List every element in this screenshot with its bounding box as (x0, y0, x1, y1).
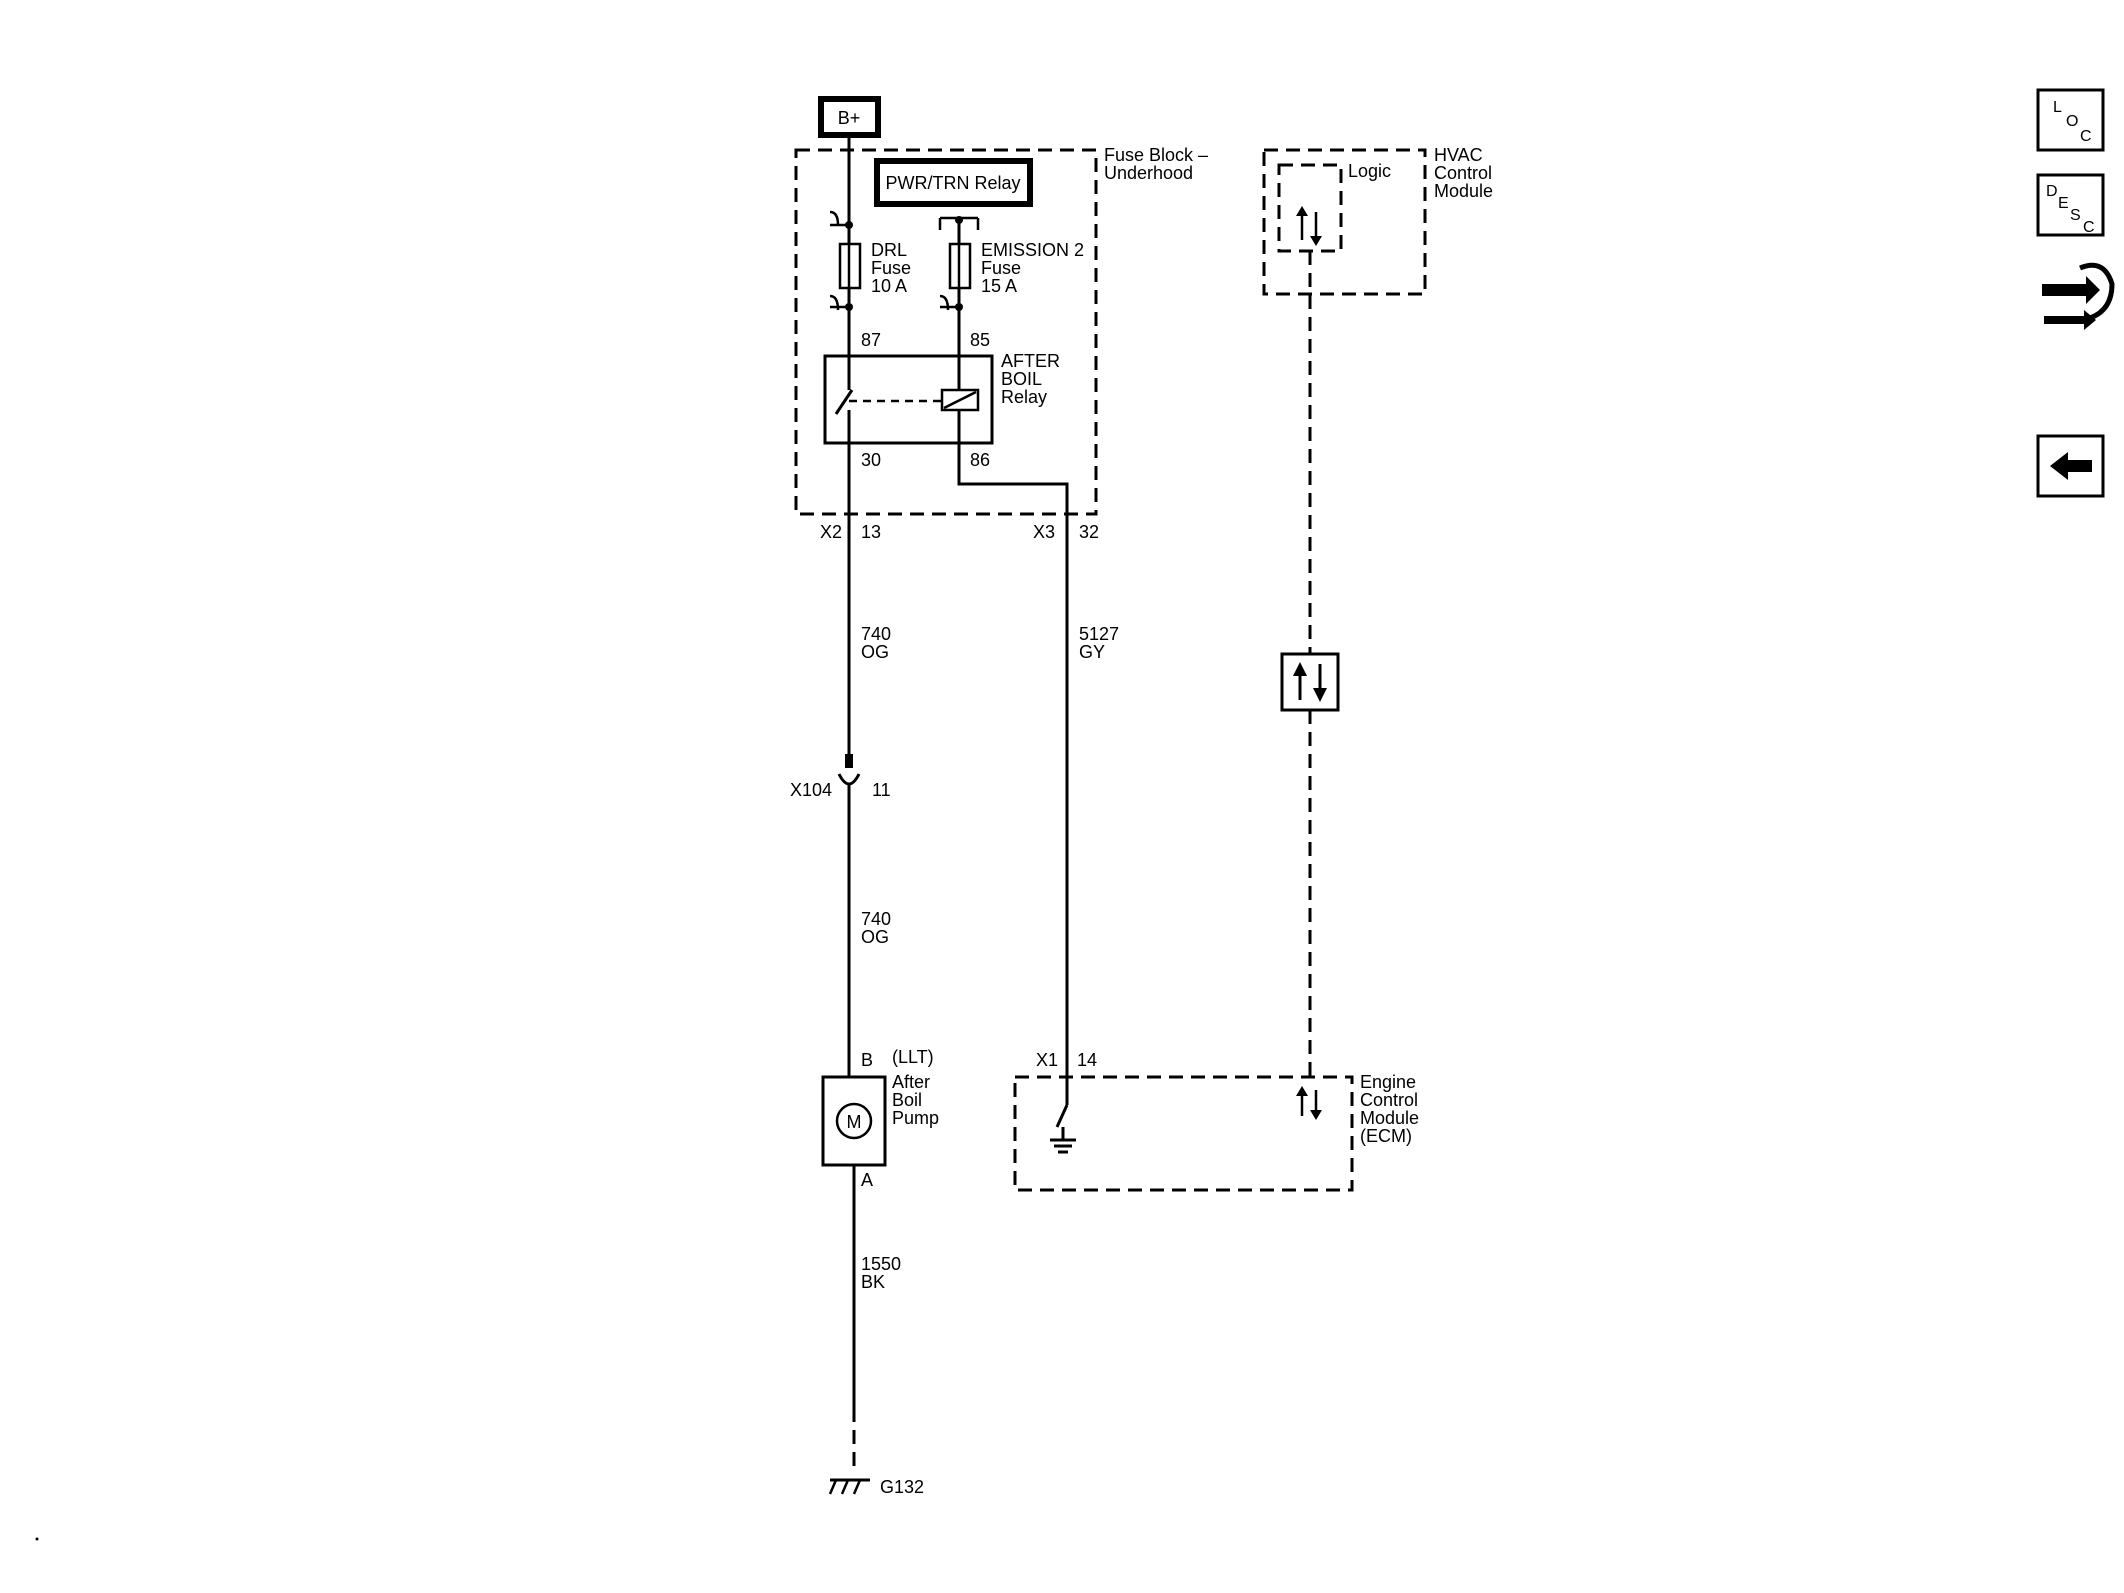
wire-1550-circuit: 1550 (861, 1254, 901, 1274)
connector-repair-icon[interactable] (2036, 256, 2115, 336)
hvac-label-1: HVAC (1434, 145, 1483, 165)
drl-fuse-label-2: Fuse (871, 258, 911, 278)
relay-label-1: AFTER (1001, 351, 1060, 371)
motor-symbol: M (847, 1112, 862, 1132)
fuse-block-title-2: Underhood (1104, 163, 1193, 183)
loc-c: C (2080, 128, 2092, 145)
wire-5127-color: GY (1079, 642, 1105, 662)
pin-86: 86 (970, 450, 990, 470)
fuse-block-underhood (794, 148, 1098, 516)
conn-x3-pin: 32 (1079, 522, 1099, 542)
desc-s: S (2070, 207, 2081, 224)
desc-c: C (2083, 219, 2095, 236)
hvac-logic-block (1277, 163, 1343, 253)
ecm-pin: 14 (1077, 1050, 1097, 1070)
ecm-data-arrows-icon (1296, 1086, 1322, 1120)
location-button[interactable]: L O C (2036, 88, 2105, 152)
after-boil-relay (823, 354, 994, 445)
loc-l: L (2053, 99, 2062, 116)
after-boil-pump: M (821, 1075, 887, 1167)
x104-label: X104 (790, 780, 832, 800)
drl-fuse-label-1: DRL (871, 240, 907, 260)
page-mark (35, 1537, 39, 1541)
hvac-data-arrows-icon (1296, 206, 1322, 246)
back-arrow-button[interactable] (2036, 434, 2105, 498)
relay-label-2: BOIL (1001, 369, 1042, 389)
x104-pin: 11 (872, 780, 891, 800)
pwr-trn-relay: PWR/TRN Relay (874, 158, 1033, 207)
ecm-label-1: Engine (1360, 1072, 1416, 1092)
emission-2-fuse (948, 242, 972, 290)
fuse-block-title-1: Fuse Block – (1104, 145, 1208, 165)
pin-85: 85 (970, 330, 990, 350)
pump-label-3: Pump (892, 1108, 939, 1128)
wire-740b-color: OG (861, 927, 889, 947)
relay-label-3: Relay (1001, 387, 1047, 407)
loc-o: O (2066, 113, 2078, 130)
wire-740b-circuit: 740 (861, 909, 891, 929)
drl-fuse-label-3: 10 A (871, 276, 907, 296)
wire-740-circuit: 740 (861, 624, 891, 644)
power-source: B+ (818, 96, 881, 138)
ecm-label-3: Module (1360, 1108, 1419, 1128)
pump-variant: (LLT) (892, 1047, 934, 1067)
hvac-label-3: Module (1434, 181, 1493, 201)
desc-d: D (2046, 183, 2058, 200)
pump-label-2: Boil (892, 1090, 922, 1110)
drl-fuse (838, 242, 862, 290)
pin-30: 30 (861, 450, 881, 470)
emission-fuse-label-3: 15 A (981, 276, 1017, 296)
emission-fuse-label-2: Fuse (981, 258, 1021, 278)
ecm-label-2: Control (1360, 1090, 1418, 1110)
ecm-low-side-driver (1050, 1077, 1076, 1154)
emission-fuse-label-1: EMISSION 2 (981, 240, 1084, 260)
inline-connector-x104 (837, 754, 861, 786)
pump-pin-a: A (861, 1170, 873, 1190)
wire-740-color: OG (861, 642, 889, 662)
conn-x3: X3 (1033, 522, 1055, 542)
conn-x2: X2 (820, 522, 842, 542)
pump-label-1: After (892, 1072, 930, 1092)
hvac-logic-label: Logic (1348, 161, 1391, 181)
serial-data-bus-icon (1280, 652, 1340, 712)
pwr-trn-relay-label: PWR/TRN Relay (885, 173, 1020, 193)
ecm-label-4: (ECM) (1360, 1126, 1412, 1146)
ecm-conn: X1 (1036, 1050, 1058, 1070)
hvac-control-module (1262, 148, 1427, 296)
hvac-label-2: Control (1434, 163, 1492, 183)
engine-control-module (1013, 1075, 1354, 1192)
pin-87: 87 (861, 330, 881, 350)
wire-5127-circuit: 5127 (1079, 624, 1119, 644)
ground-label: G132 (880, 1477, 924, 1497)
pump-pin-b: B (861, 1050, 873, 1070)
description-button[interactable]: D E S C (2036, 173, 2105, 237)
desc-e: E (2058, 195, 2069, 212)
conn-x2-pin: 13 (861, 522, 881, 542)
power-source-label: B+ (838, 108, 861, 128)
ground-symbol (828, 1478, 870, 1495)
wire-1550-color: BK (861, 1272, 885, 1292)
